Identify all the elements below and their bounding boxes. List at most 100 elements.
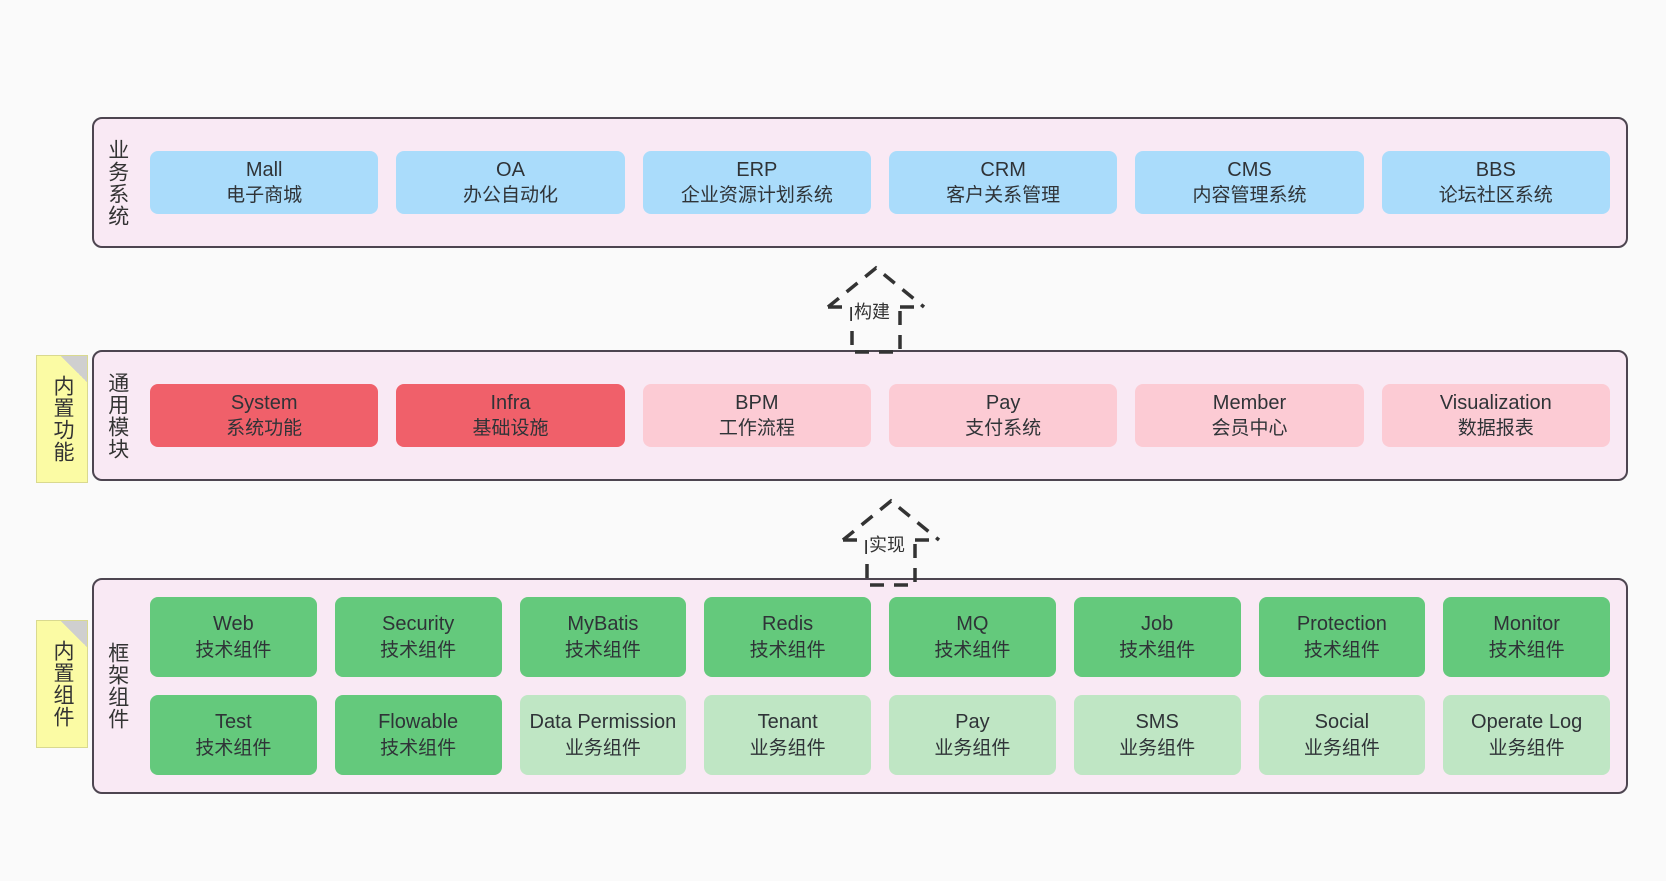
card-title-en: Redis bbox=[762, 613, 814, 636]
layer-business-systems: 业务系统 Mall 电子商城 OA 办公自动化 ERP 企业资源计划系统 CRM… bbox=[92, 117, 1628, 248]
card-title-en: Tenant bbox=[757, 711, 818, 734]
card-title-en: CMS bbox=[1227, 158, 1272, 181]
card-title-en: Mall bbox=[245, 158, 283, 181]
module-card-visualization[interactable]: Visualization 数据报表 bbox=[1381, 383, 1610, 448]
card-title-cn: 业务组件 bbox=[564, 737, 641, 759]
card-title-en: Operate Log bbox=[1471, 711, 1583, 734]
module-card-pay[interactable]: Pay 支付系统 bbox=[888, 383, 1118, 448]
generalization-triangle-icon bbox=[841, 498, 941, 542]
module-card-cms[interactable]: CMS 内容管理系统 bbox=[1135, 150, 1364, 215]
component-card-redis[interactable]: Redis 技术组件 bbox=[704, 597, 871, 677]
card-title-cn: 业务组件 bbox=[1488, 737, 1565, 759]
card-title-en: Infra bbox=[490, 391, 531, 414]
component-card-tenant[interactable]: Tenant 业务组件 bbox=[704, 695, 871, 775]
card-title-cn: 基础设施 bbox=[472, 418, 549, 440]
card-title-en: Monitor bbox=[1493, 613, 1560, 636]
card-title-en: OA bbox=[496, 158, 525, 181]
card-title-en: MQ bbox=[956, 613, 989, 636]
card-title-cn: 技术组件 bbox=[195, 639, 272, 661]
card-title-en: Job bbox=[1141, 613, 1174, 636]
card-title-en: CRM bbox=[980, 158, 1026, 181]
card-title-en: Security bbox=[382, 613, 455, 636]
card-title-cn: 工作流程 bbox=[718, 418, 795, 440]
card-title-cn: 技术组件 bbox=[1303, 639, 1380, 661]
sticky-note-label: 内置功能 bbox=[50, 375, 74, 463]
card-row: System 系统功能 Infra 基础设施 BPM 工作流程 Pay 支付系统… bbox=[150, 383, 1610, 448]
card-title-en: Data Permission bbox=[529, 711, 677, 734]
card-title-cn: 技术组件 bbox=[564, 639, 641, 661]
card-title-cn: 技术组件 bbox=[1119, 639, 1196, 661]
module-card-bbs[interactable]: BBS 论坛社区系统 bbox=[1381, 150, 1610, 215]
layer-common-modules: 通用模块 System 系统功能 Infra 基础设施 BPM 工作流程 Pay… bbox=[92, 350, 1628, 481]
module-card-system[interactable]: System 系统功能 bbox=[150, 383, 379, 448]
card-title-cn: 论坛社区系统 bbox=[1438, 185, 1553, 207]
sticky-note-builtin-features: 内置功能 bbox=[36, 355, 88, 483]
component-card-monitor[interactable]: Monitor 技术组件 bbox=[1443, 597, 1610, 677]
layer-framework-components: 框架组件 Web 技术组件 Security 技术组件 MyBatis 技术组件… bbox=[92, 578, 1628, 794]
card-title-en: Visualization bbox=[1439, 391, 1552, 414]
module-card-mall[interactable]: Mall 电子商城 bbox=[150, 150, 379, 215]
component-card-web[interactable]: Web 技术组件 bbox=[150, 597, 317, 677]
card-title-en: ERP bbox=[736, 158, 778, 181]
card-title-cn: 业务组件 bbox=[749, 737, 826, 759]
module-card-member[interactable]: Member 会员中心 bbox=[1135, 383, 1364, 448]
card-title-en: System bbox=[230, 391, 298, 414]
component-card-social[interactable]: Social 业务组件 bbox=[1258, 695, 1426, 775]
sticky-note-builtin-components: 内置组件 bbox=[36, 620, 88, 748]
component-card-protection[interactable]: Protection 技术组件 bbox=[1258, 597, 1426, 677]
layer-title-common-modules: 通用模块 bbox=[105, 371, 129, 460]
connector-build: 构建 bbox=[800, 262, 950, 354]
connector-label-implement: 实现 bbox=[867, 531, 907, 557]
card-title-cn: 系统功能 bbox=[226, 418, 303, 440]
connector-label-build: 构建 bbox=[852, 298, 892, 324]
card-title-cn: 技术组件 bbox=[195, 737, 272, 759]
card-title-en: Pay bbox=[955, 711, 990, 734]
card-title-en: BBS bbox=[1475, 158, 1516, 181]
card-title-en: Web bbox=[212, 613, 254, 636]
module-card-bpm[interactable]: BPM 工作流程 bbox=[642, 383, 871, 448]
layer-body-business-systems: Mall 电子商城 OA 办公自动化 ERP 企业资源计划系统 CRM 客户关系… bbox=[140, 119, 1626, 246]
card-title-cn: 支付系统 bbox=[965, 418, 1042, 440]
card-title-en: Member bbox=[1212, 391, 1287, 414]
card-title-cn: 业务组件 bbox=[1119, 737, 1196, 759]
component-card-job[interactable]: Job 技术组件 bbox=[1073, 597, 1241, 677]
connector-implement: 实现 bbox=[815, 495, 965, 587]
component-card-mybatis[interactable]: MyBatis 技术组件 bbox=[519, 597, 687, 677]
module-card-crm[interactable]: CRM 客户关系管理 bbox=[888, 150, 1118, 215]
component-card-sms[interactable]: SMS 业务组件 bbox=[1073, 695, 1241, 775]
card-title-cn: 技术组件 bbox=[380, 737, 457, 759]
card-row: Web 技术组件 Security 技术组件 MyBatis 技术组件 Redi… bbox=[150, 597, 1610, 677]
module-card-erp[interactable]: ERP 企业资源计划系统 bbox=[642, 150, 871, 215]
layer-title-business-systems: 业务系统 bbox=[105, 138, 129, 227]
card-title-cn: 技术组件 bbox=[749, 639, 826, 661]
sticky-note-label: 内置组件 bbox=[50, 640, 74, 728]
card-title-cn: 技术组件 bbox=[934, 639, 1011, 661]
card-title-en: Pay bbox=[985, 391, 1021, 414]
card-row: Mall 电子商城 OA 办公自动化 ERP 企业资源计划系统 CRM 客户关系… bbox=[150, 150, 1610, 215]
component-card-mq[interactable]: MQ 技术组件 bbox=[889, 597, 1056, 677]
component-card-pay[interactable]: Pay 业务组件 bbox=[889, 695, 1056, 775]
layer-body-common-modules: System 系统功能 Infra 基础设施 BPM 工作流程 Pay 支付系统… bbox=[140, 352, 1626, 479]
card-title-cn: 客户关系管理 bbox=[946, 185, 1061, 207]
module-card-oa[interactable]: OA 办公自动化 bbox=[396, 150, 625, 215]
card-title-cn: 企业资源计划系统 bbox=[680, 185, 833, 207]
card-title-cn: 内容管理系统 bbox=[1192, 185, 1307, 207]
card-title-cn: 电子商城 bbox=[226, 185, 303, 207]
card-title-cn: 办公自动化 bbox=[462, 185, 558, 207]
card-row: Test 技术组件 Flowable 技术组件 Data Permission … bbox=[150, 695, 1610, 775]
card-title-en: BPM bbox=[735, 391, 779, 414]
card-title-cn: 数据报表 bbox=[1457, 418, 1534, 440]
card-title-en: Social bbox=[1314, 711, 1370, 734]
card-title-cn: 技术组件 bbox=[380, 639, 457, 661]
layer-body-framework-components: Web 技术组件 Security 技术组件 MyBatis 技术组件 Redi… bbox=[140, 580, 1626, 792]
component-card-test[interactable]: Test 技术组件 bbox=[150, 695, 317, 775]
card-title-cn: 技术组件 bbox=[1488, 639, 1565, 661]
component-card-security[interactable]: Security 技术组件 bbox=[334, 597, 502, 677]
module-card-infra[interactable]: Infra 基础设施 bbox=[396, 383, 625, 448]
card-title-en: MyBatis bbox=[567, 613, 639, 636]
component-card-data-permission[interactable]: Data Permission 业务组件 bbox=[519, 695, 687, 775]
component-card-flowable[interactable]: Flowable 技术组件 bbox=[334, 695, 502, 775]
layer-title-framework-components: 框架组件 bbox=[105, 642, 129, 730]
component-card-operate-log[interactable]: Operate Log 业务组件 bbox=[1443, 695, 1610, 775]
